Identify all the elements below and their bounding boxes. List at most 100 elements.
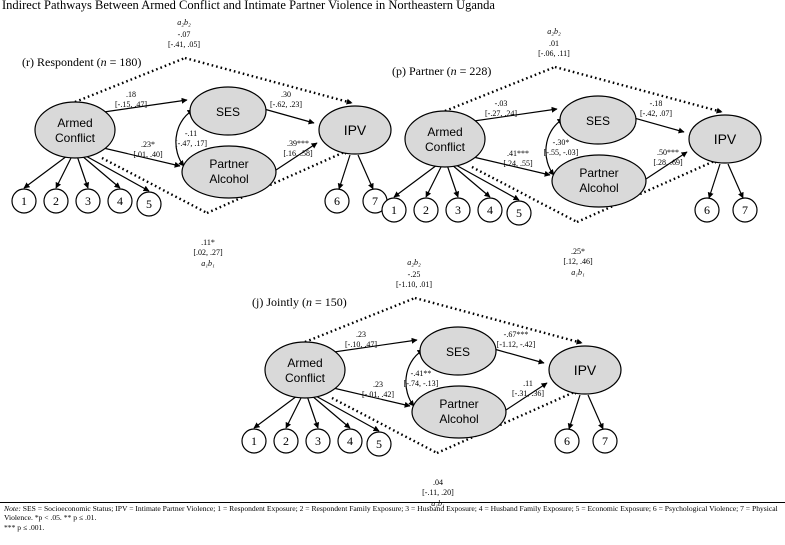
- indicator-2-label: 2: [423, 203, 429, 217]
- label-correlation: -.30*: [553, 138, 570, 147]
- node-armed-conflict-label-1: Armed: [427, 125, 462, 139]
- dotted-path-bottom-right: [576, 157, 720, 224]
- label-ses-ipv-ci: [-.62, .23]: [270, 100, 302, 109]
- correlation-curve: [545, 118, 564, 176]
- indicator-4: [477, 197, 503, 223]
- dotted-path-bottom-left: [101, 156, 208, 215]
- label-top-estimate: .01: [549, 39, 559, 48]
- node-ses: [189, 86, 267, 136]
- indicator-4-label: 4: [487, 203, 493, 217]
- indicator-arrow-7: [727, 163, 744, 199]
- node-partner-alcohol-label-2: Alcohol: [579, 181, 618, 195]
- note-line2: *** p ≤ .001.: [4, 522, 45, 532]
- label-correlation-ci: [-.47, .17]: [175, 139, 207, 148]
- label-alcohol-ipv: .39***: [287, 139, 309, 148]
- node-partner-alcohol-label-1: Partner: [439, 397, 478, 411]
- label-top-ab: a₂b₂: [177, 18, 191, 27]
- node-armed-conflict: [264, 341, 346, 399]
- indicator-arrow-6: [567, 394, 581, 430]
- label-correlation-ci: [-.74, -.13]: [404, 379, 439, 388]
- label-ses-ipv: -.18: [650, 99, 663, 108]
- label-correlation: -.41**: [411, 369, 432, 378]
- indicator-5: [136, 191, 162, 217]
- correlation-curve: [405, 349, 424, 407]
- figure-note: Note: SES = Socioeconomic Status; IPV = …: [4, 504, 782, 532]
- label-armed-alcohol: .23*: [141, 140, 155, 149]
- label-top-estimate: -.25: [408, 270, 421, 279]
- label-armed-alcohol-ci: [-.01, .42]: [362, 390, 394, 399]
- label-ses-ipv-ci: [-.42, .07]: [640, 109, 672, 118]
- figure-title: Indirect Pathways Between Armed Conflict…: [2, 0, 495, 12]
- indicator-5: [506, 200, 532, 226]
- label-top-ci: [-.41, .05]: [168, 40, 200, 49]
- label-armed-ses: .18: [126, 90, 136, 99]
- dotted-path-top-right: [554, 65, 723, 114]
- indicator-6: [554, 428, 580, 454]
- path-ses-to-ipv: [263, 108, 315, 125]
- note-lead: Note:: [4, 504, 21, 513]
- indicator-2: [413, 197, 439, 223]
- label-bottom-estimate: .04: [433, 478, 443, 487]
- dotted-path-top-right: [184, 56, 353, 105]
- node-partner-alcohol-label-1: Partner: [209, 157, 248, 171]
- indicator-6-label: 6: [564, 434, 570, 448]
- indicator-1: [381, 197, 407, 223]
- path-alcohol-to-ipv: [645, 151, 688, 180]
- indicator-2-label: 2: [53, 194, 59, 208]
- dotted-path-top-right: [414, 296, 583, 345]
- node-partner-alcohol-label-2: Alcohol: [209, 172, 248, 186]
- panel-title-r: (r) Respondent (n = 180): [22, 55, 141, 69]
- node-partner-alcohol-label-1: Partner: [579, 166, 618, 180]
- label-top-ab: a₂b₂: [547, 27, 561, 36]
- label-alcohol-ipv-ci: [-.31, .36]: [512, 389, 544, 398]
- node-armed-conflict-label-1: Armed: [287, 356, 322, 370]
- indicator-3-label: 3: [85, 194, 91, 208]
- indicator-1-label: 1: [391, 203, 397, 217]
- indicator-2: [43, 188, 69, 214]
- indicator-6-label: 6: [334, 194, 340, 208]
- node-armed-conflict-label-1: Armed: [57, 116, 92, 130]
- label-alcohol-ipv-ci: [.28, .69]: [653, 158, 683, 167]
- path-armed-to-alcohol: [98, 146, 181, 168]
- label-bottom-ci: [.12, .46]: [563, 257, 593, 266]
- indicator-1-label: 1: [21, 194, 27, 208]
- label-ses-ipv: .30: [281, 90, 291, 99]
- node-partner-alcohol-label-2: Alcohol: [439, 412, 478, 426]
- node-armed-conflict-label-2: Conflict: [285, 371, 326, 385]
- label-armed-alcohol-ci: [.01, .40]: [133, 150, 163, 159]
- label-top-ci: [-1.10, .01]: [396, 280, 432, 289]
- dotted-path-top-left: [74, 56, 186, 104]
- indicator-4: [107, 188, 133, 214]
- label-bottom-ab: a₁b₁: [571, 268, 585, 277]
- node-ses-label: SES: [216, 105, 240, 119]
- panel-j: (j) Jointly (n = 150)ArmedConflictSESPar…: [241, 258, 622, 508]
- path-ses-to-ipv: [493, 348, 545, 365]
- node-ses: [559, 95, 637, 145]
- label-top-estimate: -.07: [178, 30, 191, 39]
- node-ipv-label: IPV: [574, 362, 597, 378]
- label-bottom-estimate: .25*: [571, 247, 585, 256]
- label-bottom-ci: [-.11, .20]: [422, 488, 454, 497]
- dotted-path-bottom-right: [436, 388, 580, 455]
- label-correlation-ci: [-.55, -.03]: [544, 148, 579, 157]
- indicator-1-label: 1: [251, 434, 257, 448]
- note-body: SES = Socioeconomic Status; IPV = Intima…: [4, 504, 778, 523]
- label-bottom-ab: a₁b₁: [201, 259, 215, 268]
- label-armed-ses-ci: [-.27, .24]: [485, 109, 517, 118]
- indicator-7-label: 7: [742, 203, 748, 217]
- node-armed-conflict: [404, 110, 486, 168]
- indicator-6-label: 6: [704, 203, 710, 217]
- indicator-3-label: 3: [315, 434, 321, 448]
- indicator-arrow-7: [357, 154, 374, 190]
- indicator-3: [75, 188, 101, 214]
- dotted-path-top-left: [444, 65, 556, 113]
- panel-title-j: (j) Jointly (n = 150): [252, 295, 347, 309]
- panel-p: (p) Partner (n = 228)ArmedConflictSESPar…: [381, 27, 762, 277]
- indicator-5: [366, 431, 392, 457]
- node-ipv-label: IPV: [344, 122, 367, 138]
- path-alcohol-to-ipv: [505, 382, 548, 411]
- label-armed-ses-ci: [-.15, .47]: [115, 100, 147, 109]
- indicator-1: [241, 428, 267, 454]
- indicator-3: [305, 428, 331, 454]
- node-partner-alcohol: [411, 385, 507, 439]
